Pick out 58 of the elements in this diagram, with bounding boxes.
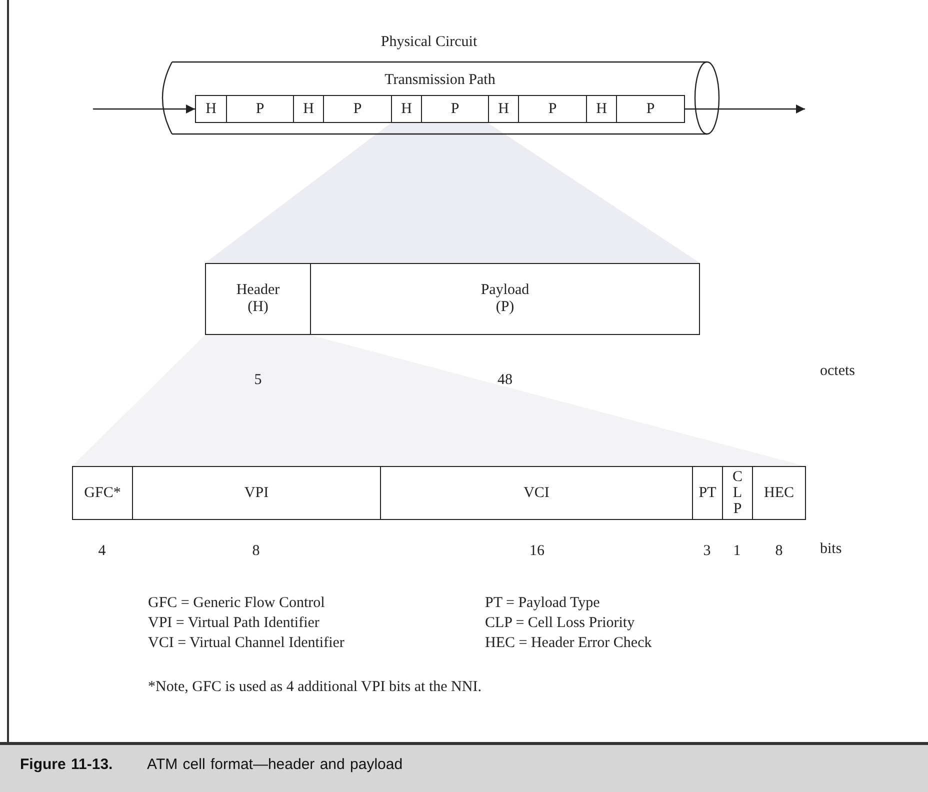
format-field <box>132 466 381 520</box>
field-label: H <box>206 100 216 118</box>
field-label: H <box>401 100 412 118</box>
field-label: H <box>498 100 509 118</box>
field-label: VCI <box>524 484 550 502</box>
cell-field <box>616 95 685 123</box>
size-value: 8 <box>775 543 783 560</box>
size-value: 48 <box>498 372 512 389</box>
cell-field <box>323 95 392 123</box>
legend-note: GFC = Generic Flow Control <box>148 595 325 612</box>
legend-note: VPI = Virtual Path Identifier <box>148 615 320 632</box>
field-label: P <box>646 100 655 118</box>
format-field <box>310 263 700 335</box>
arrow <box>93 104 195 114</box>
legend-note: PT = Payload Type <box>485 595 600 612</box>
size-value: 16 <box>530 543 544 560</box>
format-field <box>205 263 311 335</box>
legend-note: HEC = Header Error Check <box>485 635 652 652</box>
field-label: P <box>353 100 362 118</box>
unit-label: octets <box>820 363 855 380</box>
cell-field <box>488 95 519 123</box>
footnote: *Note, GFC is used as 4 additional VPI bits at the NNI. <box>148 679 482 696</box>
size-value: 3 <box>703 543 711 560</box>
field-label: HEC <box>764 484 794 502</box>
size-value: 8 <box>252 543 260 560</box>
cell-field <box>195 95 227 123</box>
cell-field <box>586 95 617 123</box>
circuit-label: Physical Circuit <box>380 34 478 51</box>
format-field <box>722 466 753 520</box>
field-label: PT <box>698 484 716 502</box>
field-label: H <box>303 100 314 118</box>
cell-field <box>518 95 587 123</box>
legend-note: VCI = Virtual Channel Identifier <box>148 635 344 652</box>
cell-field <box>421 95 489 123</box>
format-field <box>752 466 806 520</box>
size-value: 1 <box>733 543 741 560</box>
unit-label: bits <box>820 541 842 558</box>
field-label: Header (H) <box>235 282 281 316</box>
cell-field <box>293 95 324 123</box>
format-field <box>72 466 133 520</box>
field-label: P <box>548 100 557 118</box>
figure-caption: Figure 11-13. ATM cell format—header and payload <box>20 756 403 773</box>
field-label: C L P <box>732 469 744 517</box>
arrow <box>684 104 805 114</box>
field-label: P <box>450 100 460 118</box>
path-label: Transmission Path <box>384 72 496 89</box>
cell-field <box>226 95 294 123</box>
field-label: H <box>596 100 607 118</box>
field-label: P <box>256 100 264 118</box>
size-value: 5 <box>254 372 262 389</box>
cell-field <box>391 95 422 123</box>
format-field <box>380 466 693 520</box>
size-value: 4 <box>98 543 106 560</box>
field-label: GFC* <box>84 484 121 502</box>
field-label: Payload (P) <box>480 282 530 316</box>
field-label: VPI <box>244 484 269 502</box>
format-field <box>692 466 723 520</box>
legend-note: CLP = Cell Loss Priority <box>485 615 635 632</box>
